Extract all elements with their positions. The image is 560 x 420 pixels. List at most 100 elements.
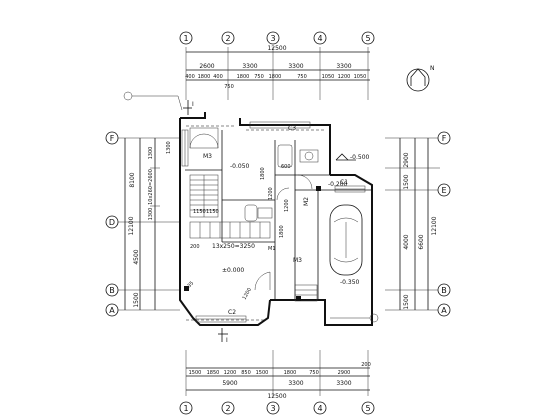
windows xyxy=(181,121,366,323)
interior-dim: 1200 xyxy=(268,187,274,200)
bottom-sub-dim: 1850 xyxy=(207,370,220,376)
interior-dim: 1150 xyxy=(193,209,206,215)
doors xyxy=(254,174,313,291)
axis-label: F xyxy=(110,134,115,143)
door-label: M3 xyxy=(293,257,302,264)
interior-dim: 1200 xyxy=(284,199,290,212)
elevation-marks: -0.500 -0.050 -0.200 ±0.000 -0.350 xyxy=(222,153,370,286)
interior-dim: 1200 xyxy=(242,287,254,301)
left-dim-outer-1: 8100 xyxy=(129,172,136,187)
window-label: C2 xyxy=(228,309,236,316)
callout-bottom-right xyxy=(330,313,379,323)
axis-label: A xyxy=(441,306,447,315)
top-small-dim: 750 xyxy=(224,84,234,90)
top-sub-dim: 400 xyxy=(213,74,223,80)
interior-dim: 1800 xyxy=(279,225,285,238)
axis-label: B xyxy=(109,286,115,295)
axis-label: 1 xyxy=(183,404,188,413)
window-label: C3 xyxy=(288,125,296,132)
top-dimension-chain: 12500 2600 3300 3300 3300 400 1800 400 1… xyxy=(185,45,370,100)
section-mark-top: I xyxy=(192,101,194,108)
left-dimension-chain: 12100 8100 4500 1500 1300 10x260=2600 13… xyxy=(118,137,180,311)
right-total-dim: 12100 xyxy=(431,216,438,235)
interior-dim: 200 xyxy=(190,244,200,250)
window-label: C1 xyxy=(340,179,348,186)
axis-label: A xyxy=(109,306,115,315)
car-icon xyxy=(329,204,363,276)
bottom-dim-2: 3300 xyxy=(288,380,303,387)
bottom-sub-dim: 750 xyxy=(309,370,319,376)
door-label: M1 xyxy=(268,246,276,252)
right-axis-markers: F E B A xyxy=(437,131,451,317)
closet xyxy=(189,127,219,149)
north-arrow-icon: N xyxy=(406,65,435,92)
top-total-dim: 12500 xyxy=(267,45,286,52)
axis-label: 3 xyxy=(270,404,275,413)
bottom-sub-dim: 1800 xyxy=(284,370,297,376)
left-dim-inner-1: 1300 xyxy=(148,147,154,160)
section-markers: I I xyxy=(183,100,228,344)
axis-label: B xyxy=(441,286,447,295)
building-walls xyxy=(179,112,373,326)
left-dim-outer-3: 1500 xyxy=(133,292,140,307)
interior-dim: 1800 xyxy=(260,167,266,180)
elevation-label: -0.500 xyxy=(350,154,370,161)
door-label: M3 xyxy=(203,153,212,160)
right-dim-3: 4000 xyxy=(403,234,410,249)
axis-label: 2 xyxy=(225,404,230,413)
axis-label: D xyxy=(109,218,115,227)
callout-top-left xyxy=(123,91,183,111)
bottom-total-dim: 12500 xyxy=(267,393,286,400)
axis-label: E xyxy=(441,186,446,195)
axis-label: 4 xyxy=(317,34,322,43)
section-mark-bottom: I xyxy=(226,337,228,344)
left-dim-inner-2: 10x260=2600 xyxy=(148,169,154,205)
bathroom-fixtures xyxy=(244,144,319,222)
bottom-sub-dim: 1500 xyxy=(256,370,269,376)
interior-labels: 13x250=3250 1150 1150 1800 1200 600 1800… xyxy=(166,125,348,316)
bottom-axis-markers: 1 2 3 4 5 xyxy=(179,401,375,415)
top-dim-3: 3300 xyxy=(288,63,303,70)
right-dim-1: 2900 xyxy=(403,152,410,167)
top-sub-dim: 1050 xyxy=(322,74,335,80)
interior-dim: 1150 xyxy=(206,209,219,215)
interior-dim: 600 xyxy=(281,164,291,170)
right-dim-2: 1500 xyxy=(403,174,410,189)
columns xyxy=(184,186,321,301)
elevation-label: -0.050 xyxy=(230,163,250,170)
axis-label: 2 xyxy=(225,34,230,43)
elevation-label: ±0.000 xyxy=(222,267,244,274)
top-sub-dim: 750 xyxy=(254,74,264,80)
left-dim-inner-3: 1300 xyxy=(148,208,154,221)
top-sub-dim: 750 xyxy=(297,74,307,80)
top-sub-dim: 1800 xyxy=(269,74,282,80)
top-sub-dim: 400 xyxy=(185,74,195,80)
door-label: M2 xyxy=(303,197,310,206)
north-label: N xyxy=(430,65,435,72)
axis-label: 5 xyxy=(365,404,370,413)
interior-dim: 1300 xyxy=(166,141,172,154)
staircase xyxy=(189,174,271,239)
top-dim-2: 3300 xyxy=(242,63,257,70)
top-sub-dim: 1200 xyxy=(338,74,351,80)
bottom-sub-dim: 2900 xyxy=(338,370,351,376)
bottom-dimension-chain: 1500 1850 1200 850 1500 1800 750 2900 20… xyxy=(185,350,371,400)
right-dim-5: 1500 xyxy=(403,294,410,309)
left-total-dim: 12100 xyxy=(128,216,135,235)
top-sub-dim: 1800 xyxy=(198,74,211,80)
top-sub-dim: 1800 xyxy=(237,74,250,80)
left-dim-outer-2: 4500 xyxy=(133,249,140,264)
interior-dim: 135 xyxy=(184,280,195,291)
elevation-label: -0.350 xyxy=(340,279,360,286)
axis-label: 3 xyxy=(270,34,275,43)
left-axis-markers: F D B A xyxy=(105,131,119,317)
top-dim-1: 2600 xyxy=(199,63,214,70)
top-sub-dim: 1050 xyxy=(354,74,367,80)
bottom-sub-dim: 1200 xyxy=(224,370,237,376)
axis-label: 1 xyxy=(183,34,188,43)
bottom-dim-1: 5900 xyxy=(222,380,237,387)
axis-label: 4 xyxy=(317,404,322,413)
bottom-sub-dim: 850 xyxy=(241,370,251,376)
elevation-label: -0.200 xyxy=(328,181,348,188)
